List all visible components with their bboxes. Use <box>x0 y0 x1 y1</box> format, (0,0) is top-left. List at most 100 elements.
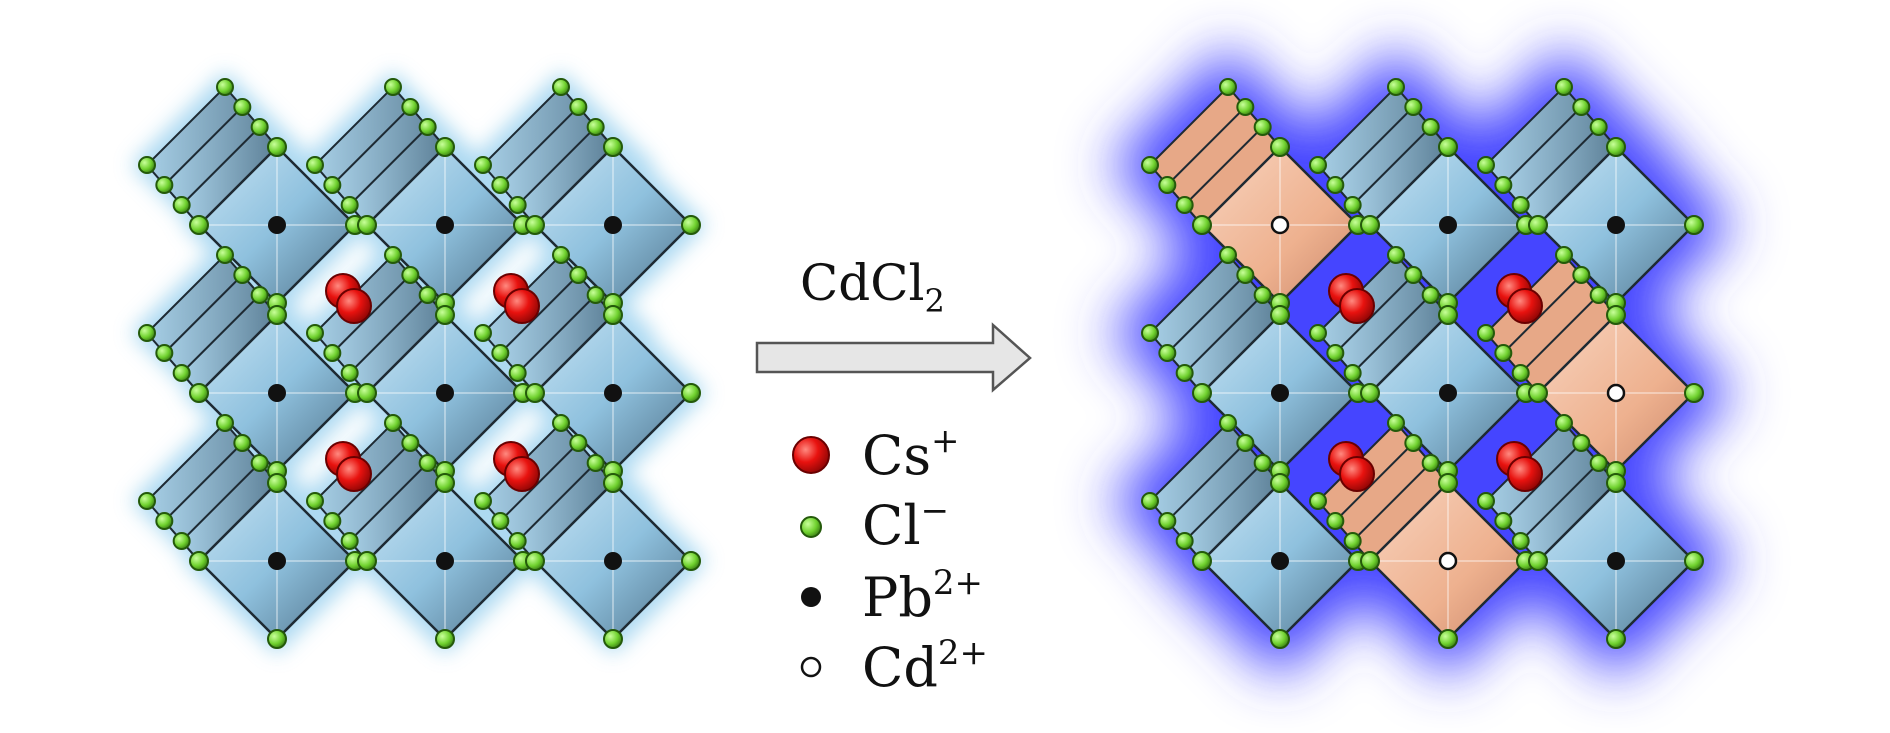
legend-charge-cd: 2+ <box>938 633 988 673</box>
cl-ion <box>1494 512 1513 530</box>
cl-ion <box>1326 344 1345 362</box>
cl-ion <box>508 364 527 382</box>
cd-ion-marker <box>800 656 822 678</box>
cl-ion <box>1421 454 1440 472</box>
cl-ion <box>1236 266 1255 284</box>
legend-label-cl: Cl− <box>862 491 949 557</box>
cl-ion <box>401 434 420 452</box>
cl-ion <box>138 156 156 174</box>
cl-ion <box>1528 215 1548 235</box>
cl-ion <box>267 629 287 649</box>
pb-ion <box>1607 216 1625 234</box>
pb-ion <box>604 216 622 234</box>
cl-ion <box>1309 156 1327 174</box>
cl-ion <box>1387 414 1405 432</box>
cl-ion <box>306 156 324 174</box>
pb-ion-marker <box>801 587 821 607</box>
legend-item-pb: Pb2+ <box>801 563 983 629</box>
cl-ion <box>418 286 437 304</box>
cl-ion <box>1270 473 1290 493</box>
cs-ion <box>1339 456 1375 492</box>
legend-charge-pb: 2+ <box>933 563 983 603</box>
pb-ion <box>268 552 286 570</box>
pb-ion <box>1439 216 1457 234</box>
cl-ion <box>1511 196 1530 214</box>
cl-ion <box>418 454 437 472</box>
cl-ion <box>681 383 701 403</box>
cl-ion <box>323 176 342 194</box>
cl-ion <box>1438 629 1458 649</box>
cl-ion <box>1192 383 1212 403</box>
cl-ion <box>474 324 492 342</box>
cl-ion <box>1360 551 1380 571</box>
cl-ion <box>586 286 605 304</box>
cl-ion <box>233 434 252 452</box>
cl-ion <box>1589 454 1608 472</box>
cl-ion <box>1511 532 1530 550</box>
cs-ion <box>504 288 540 324</box>
cl-ion <box>435 629 455 649</box>
cl-ion <box>1360 383 1380 403</box>
cl-ion <box>1684 215 1704 235</box>
cl-ion <box>474 156 492 174</box>
pb-ion <box>1607 552 1625 570</box>
cl-ion <box>155 512 174 530</box>
cl-ion <box>1236 98 1255 116</box>
cl-ion <box>1270 137 1290 157</box>
arrow-shape <box>755 322 1032 393</box>
cl-ion <box>1219 78 1237 96</box>
cl-ion <box>586 118 605 136</box>
pb-ion <box>436 216 454 234</box>
cl-ion <box>1343 364 1362 382</box>
legend-charge-cs: + <box>931 421 960 461</box>
cl-ion <box>1192 551 1212 571</box>
cl-ion <box>233 98 252 116</box>
legend-label-cd: Cd2+ <box>862 633 988 699</box>
cl-ion <box>1684 551 1704 571</box>
cl-ion <box>1606 473 1626 493</box>
cl-ion <box>1175 196 1194 214</box>
cl-ion <box>340 196 359 214</box>
cl-ion <box>323 344 342 362</box>
cl-ion <box>250 454 269 472</box>
cl-ion <box>1141 156 1159 174</box>
cl-ion <box>267 473 287 493</box>
legend-charge-cl: − <box>921 491 950 531</box>
cl-ion <box>1494 176 1513 194</box>
cl-ion <box>1404 266 1423 284</box>
cl-ion <box>586 454 605 472</box>
cl-ion-marker <box>800 516 822 538</box>
cl-ion <box>138 324 156 342</box>
cl-ion <box>1606 305 1626 325</box>
cl-ion <box>603 137 623 157</box>
cl-ion <box>1572 98 1591 116</box>
cl-ion <box>1343 532 1362 550</box>
cd-ion <box>1606 383 1626 403</box>
cl-ion <box>1219 414 1237 432</box>
cs-ion <box>1339 288 1375 324</box>
cl-ion <box>1404 434 1423 452</box>
cl-ion <box>1270 305 1290 325</box>
cl-ion <box>172 532 191 550</box>
cl-ion <box>1253 118 1272 136</box>
legend: Cs+ Cl− Pb2+ Cd2+ <box>792 421 988 699</box>
cl-ion <box>401 98 420 116</box>
cl-ion <box>384 414 402 432</box>
cl-ion <box>172 364 191 382</box>
cd-ion <box>1270 215 1290 235</box>
cl-ion <box>323 512 342 530</box>
cl-ion <box>603 305 623 325</box>
cl-ion <box>525 383 545 403</box>
cl-ion <box>1192 215 1212 235</box>
cl-ion <box>216 246 234 264</box>
reagent-label: CdCl2 <box>800 254 945 320</box>
cl-ion <box>1270 629 1290 649</box>
legend-item-cl: Cl− <box>800 491 949 557</box>
cl-ion <box>401 266 420 284</box>
cl-ion <box>1421 286 1440 304</box>
cl-ion <box>1158 512 1177 530</box>
cl-ion <box>1528 383 1548 403</box>
cl-ion <box>435 473 455 493</box>
cl-ion <box>1555 246 1573 264</box>
cl-ion <box>138 492 156 510</box>
